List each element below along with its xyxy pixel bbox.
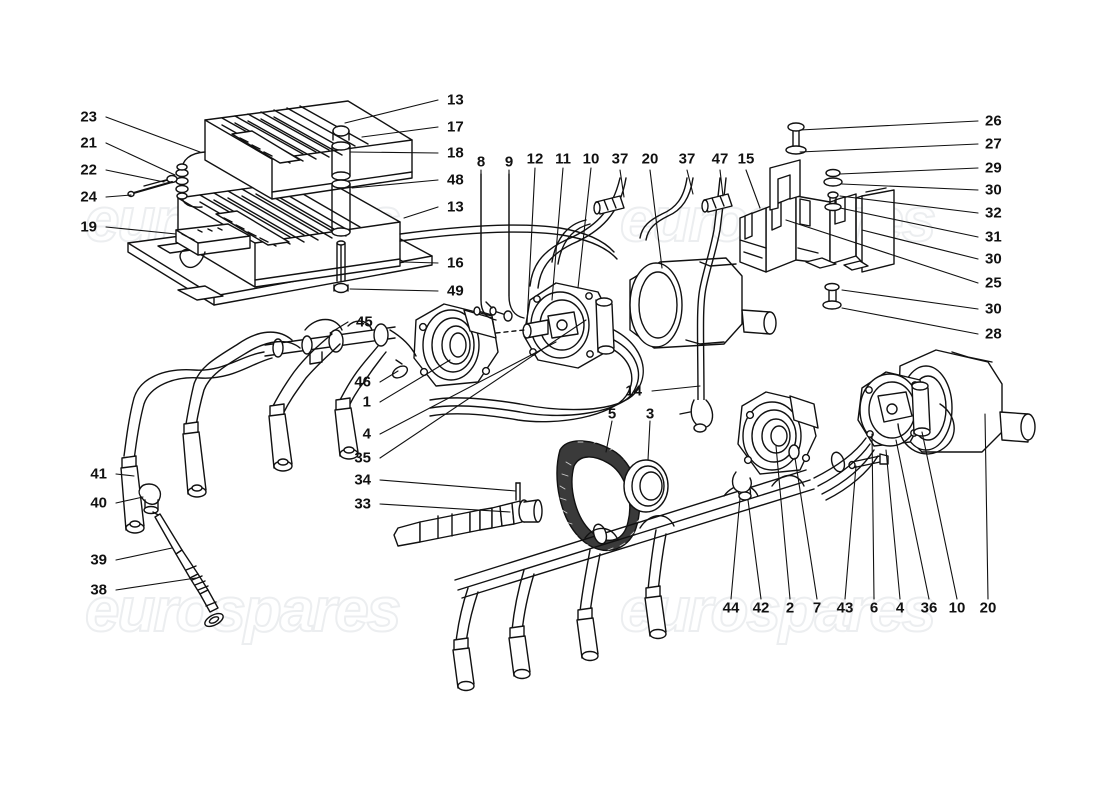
callout-29: 29 bbox=[985, 159, 1002, 177]
part-cable-assembly bbox=[127, 151, 206, 208]
callout-20: 20 bbox=[979, 599, 997, 617]
part-connector-19 bbox=[175, 223, 251, 269]
callout-46: 46 bbox=[354, 373, 371, 391]
callout-38: 38 bbox=[90, 581, 107, 599]
callout-32: 32 bbox=[985, 204, 1002, 222]
callout-28: 28 bbox=[985, 325, 1002, 343]
callout-45: 45 bbox=[356, 313, 373, 331]
callout-4: 4 bbox=[362, 425, 371, 443]
callout-7: 7 bbox=[812, 599, 822, 617]
callout-40: 40 bbox=[90, 494, 107, 512]
callout-22: 22 bbox=[80, 161, 97, 179]
part-small-clips bbox=[731, 444, 800, 501]
callout-10: 10 bbox=[948, 599, 966, 617]
callout-25: 25 bbox=[985, 274, 1002, 292]
callout-41: 41 bbox=[90, 465, 107, 483]
part-coil-cylinder bbox=[629, 257, 777, 349]
part-distributor-center bbox=[522, 282, 615, 369]
callout-36: 36 bbox=[920, 599, 938, 617]
callout-9: 9 bbox=[504, 153, 514, 171]
part-ecu-upper bbox=[204, 100, 413, 200]
callout-39: 39 bbox=[90, 551, 107, 569]
callout-49: 49 bbox=[447, 282, 464, 300]
callout-13: 13 bbox=[447, 198, 464, 216]
callout-15: 15 bbox=[737, 150, 755, 168]
part-seal-ring bbox=[623, 459, 669, 513]
part-plug-wires-right bbox=[452, 403, 955, 692]
callout-31: 31 bbox=[985, 228, 1002, 246]
callout-17: 17 bbox=[447, 118, 464, 136]
part-spark-plug bbox=[138, 483, 224, 628]
callout-20: 20 bbox=[641, 150, 659, 168]
part-standoff bbox=[331, 125, 351, 237]
part-bolt-long bbox=[333, 240, 349, 294]
callout-16: 16 bbox=[447, 254, 464, 272]
callout-4: 4 bbox=[895, 599, 905, 617]
part-drive-shaft bbox=[393, 482, 543, 547]
part-gasket bbox=[556, 440, 641, 552]
callout-30: 30 bbox=[985, 181, 1002, 199]
callout-2: 2 bbox=[785, 599, 795, 617]
callout-37: 37 bbox=[611, 150, 629, 168]
callout-42: 42 bbox=[752, 599, 770, 617]
part-plug-wires-left bbox=[120, 318, 417, 534]
part-relay-block bbox=[739, 159, 895, 273]
callout-19: 19 bbox=[80, 218, 97, 236]
callout-43: 43 bbox=[836, 599, 854, 617]
callout-27: 27 bbox=[985, 135, 1002, 153]
callout-5: 5 bbox=[607, 405, 617, 423]
callout-1: 1 bbox=[362, 393, 371, 411]
callout-10: 10 bbox=[582, 150, 600, 168]
callout-18: 18 bbox=[447, 144, 464, 162]
part-small-bolts bbox=[473, 306, 525, 334]
callout-34: 34 bbox=[354, 471, 371, 489]
part-coil-right bbox=[848, 349, 1036, 470]
callout-3: 3 bbox=[645, 405, 655, 423]
callout-11: 11 bbox=[555, 150, 571, 168]
callout-13: 13 bbox=[447, 91, 464, 109]
callout-21: 21 bbox=[80, 134, 97, 152]
callout-30: 30 bbox=[985, 250, 1002, 268]
part-distributor-left bbox=[413, 303, 499, 387]
callout-33: 33 bbox=[354, 495, 371, 513]
callout-leader-lines bbox=[105, 99, 989, 600]
callout-14: 14 bbox=[625, 382, 642, 400]
callout-23: 23 bbox=[80, 108, 97, 126]
callout-26: 26 bbox=[985, 112, 1002, 130]
callout-44: 44 bbox=[722, 599, 740, 617]
callout-35: 35 bbox=[354, 449, 371, 467]
callout-6: 6 bbox=[869, 599, 879, 617]
callout-24: 24 bbox=[80, 188, 97, 206]
callout-8: 8 bbox=[476, 153, 486, 171]
callout-12: 12 bbox=[526, 150, 544, 168]
part-fastener-group bbox=[785, 122, 843, 310]
callout-30: 30 bbox=[985, 300, 1002, 318]
callout-37: 37 bbox=[678, 150, 696, 168]
part-flange-right bbox=[737, 391, 819, 475]
callout-48: 48 bbox=[447, 171, 464, 189]
callout-47: 47 bbox=[711, 150, 729, 168]
part-sensor-cables bbox=[399, 173, 733, 433]
